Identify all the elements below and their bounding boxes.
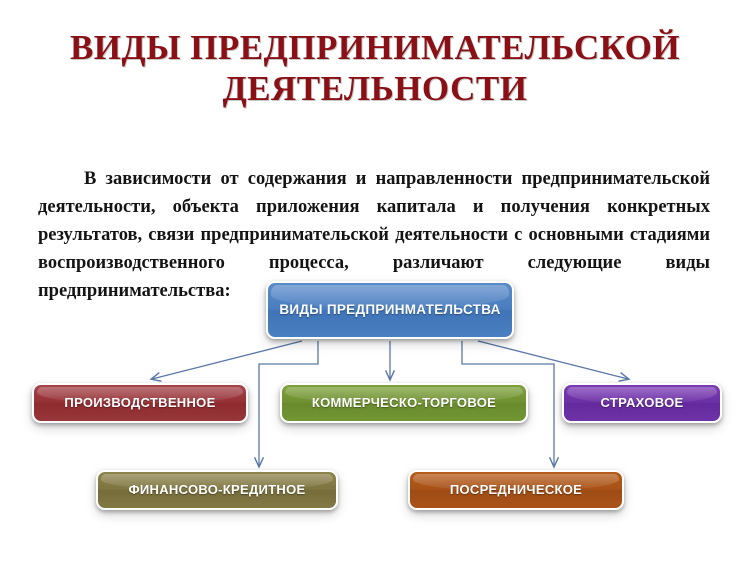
diagram-node-production[interactable]: ПРОИЗВОДСТВЕННОЕ: [32, 383, 248, 423]
diagram-node-finance[interactable]: ФИНАНСОВО-КРЕДИТНОЕ: [96, 470, 338, 510]
diagram-node-intermediary-label: ПОСРЕДНИЧЕСКОЕ: [449, 482, 583, 498]
connector-root-to-production: [152, 340, 303, 379]
body-paragraph: В зависимости от содержания и направленн…: [38, 168, 710, 301]
page-title: ВИДЫ ПРЕДПРИНИМАТЕЛЬСКОЙ ДЕЯТЕЛЬНОСТИ: [69, 28, 681, 108]
diagram-node-production-label: ПРОИЗВОДСТВЕННОЕ: [64, 395, 216, 411]
diagram-node-commerce-label: КОММЕРЧЕСКО-ТОРГОВОЕ: [311, 395, 497, 411]
diagram-node-insurance-label: СТРАХОВОЕ: [600, 395, 684, 411]
diagram-node-commerce[interactable]: КОММЕРЧЕСКО-ТОРГОВОЕ: [280, 383, 528, 423]
diagram-node-root[interactable]: ВИДЫ ПРЕДПРИНМАТЕЛЬСТВА: [266, 281, 514, 339]
connector-root-to-insurance: [477, 340, 628, 379]
diagram-node-finance-label: ФИНАНСОВО-КРЕДИТНОЕ: [128, 482, 306, 498]
diagram-node-intermediary[interactable]: ПОСРЕДНИЧЕСКОЕ: [408, 470, 624, 510]
diagram-node-insurance[interactable]: СТРАХОВОЕ: [562, 383, 722, 423]
diagram-node-root-label: ВИДЫ ПРЕДПРИНМАТЕЛЬСТВА: [279, 301, 501, 317]
